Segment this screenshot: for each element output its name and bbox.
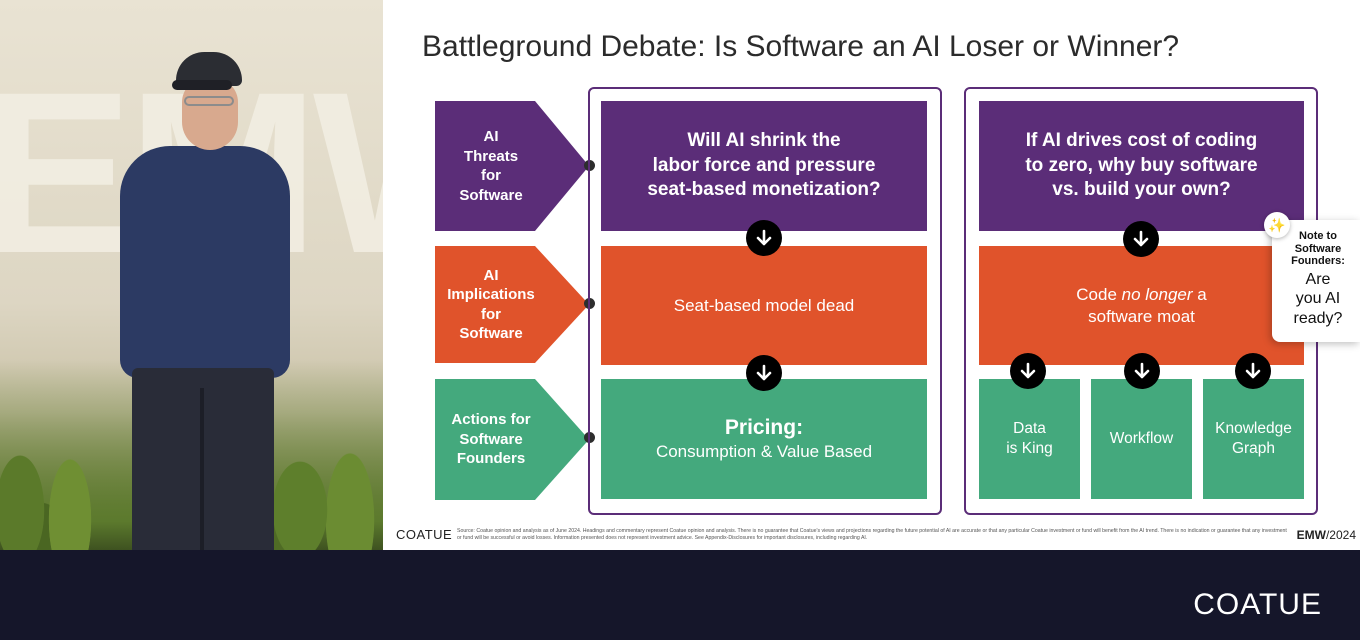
down-arrow-icon: [746, 355, 782, 391]
left-column-frame: [588, 87, 942, 515]
broadcast-bottom-bar: COATUE: [0, 550, 1360, 640]
row-label-implications: AI Implications for Software: [435, 246, 589, 363]
down-arrow-icon: [1010, 353, 1046, 389]
row-label-actions: Actions for Software Founders: [435, 379, 589, 500]
action-box-workflow: Workflow: [1091, 379, 1192, 499]
left-question-box: Will AI shrink the labor force and press…: [601, 101, 927, 231]
down-arrow-icon: [1235, 353, 1271, 389]
founder-note-card: Note to Software Founders: Are you AI re…: [1272, 220, 1360, 342]
left-action-box: Pricing: Consumption & Value Based: [601, 379, 927, 499]
down-arrow-icon: [1124, 353, 1160, 389]
brand-logo: COATUE: [1193, 588, 1322, 621]
left-implication-box: Seat-based model dead: [601, 246, 927, 365]
right-question-box: If AI drives cost of coding to zero, why…: [979, 101, 1304, 231]
speaker: [110, 48, 290, 550]
sparkle-icon: ✨: [1264, 212, 1290, 238]
speaker-video: EMW2: [0, 0, 383, 550]
slide-footer-source: Source: Coatue opinion and analysis as o…: [457, 528, 1287, 541]
down-arrow-icon: [1123, 221, 1159, 257]
down-arrow-icon: [746, 220, 782, 256]
right-implication-box: Code no longer a software moat: [979, 246, 1304, 365]
action-box-data: Data is King: [979, 379, 1080, 499]
slide-footer-event: EMW/2024: [1296, 528, 1356, 542]
slide-footer-logo: COATUE: [396, 527, 453, 542]
row-label-threats: AI Threats for Software: [435, 101, 589, 231]
slide-title: Battleground Debate: Is Software an AI L…: [422, 30, 1180, 63]
action-box-knowledge-graph: Knowledge Graph: [1203, 379, 1304, 499]
presentation-slide: Battleground Debate: Is Software an AI L…: [383, 0, 1360, 550]
